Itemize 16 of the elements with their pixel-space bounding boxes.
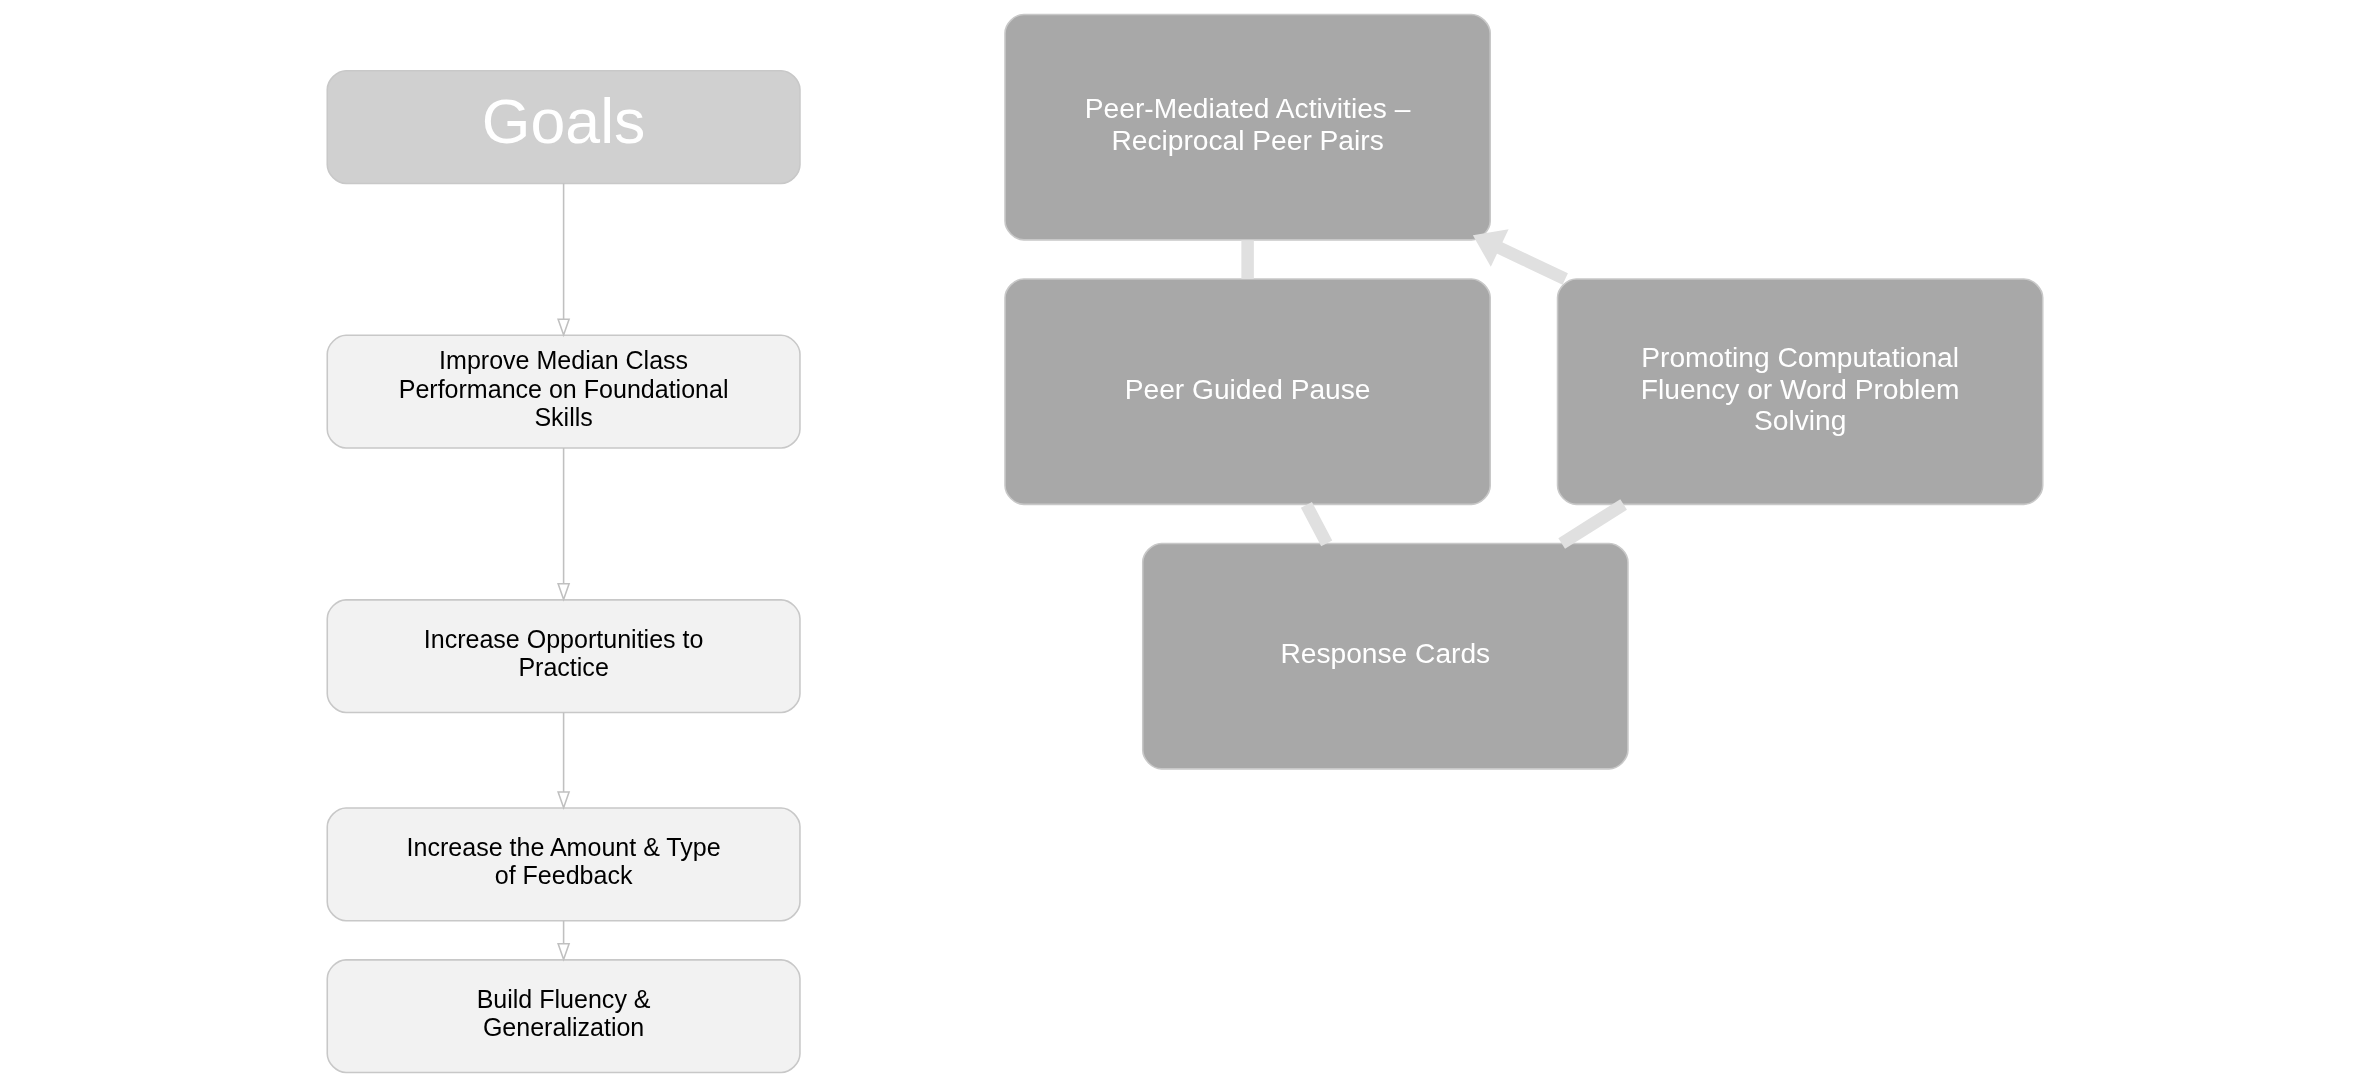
- arrow: [1472, 229, 1568, 285]
- arrow: [556, 920, 570, 962]
- node-box: Peer-Mediated Activities – Reciprocal Peer Pairs: [1003, 13, 1491, 241]
- node-box: Response Cards: [1141, 542, 1629, 770]
- node-box: Increase the Amount & Type of Feedback: [325, 807, 801, 922]
- arrow: [556, 447, 570, 602]
- node-box: Increase Opportunities to Practice: [325, 599, 801, 714]
- connector: [1300, 501, 1332, 547]
- node-box: Improve Median Class Performance on Foundational Skills: [325, 334, 801, 449]
- node-box: Promoting Computational Fluency or Word Problem Solving: [1556, 278, 2044, 506]
- node-box: Peer Guided Pause: [1003, 278, 1491, 506]
- arrow: [556, 182, 570, 338]
- connector: [1240, 240, 1254, 279]
- connector: [1557, 499, 1627, 549]
- node-box: Build Fluency & Generalization: [325, 959, 801, 1074]
- arrow: [556, 711, 570, 811]
